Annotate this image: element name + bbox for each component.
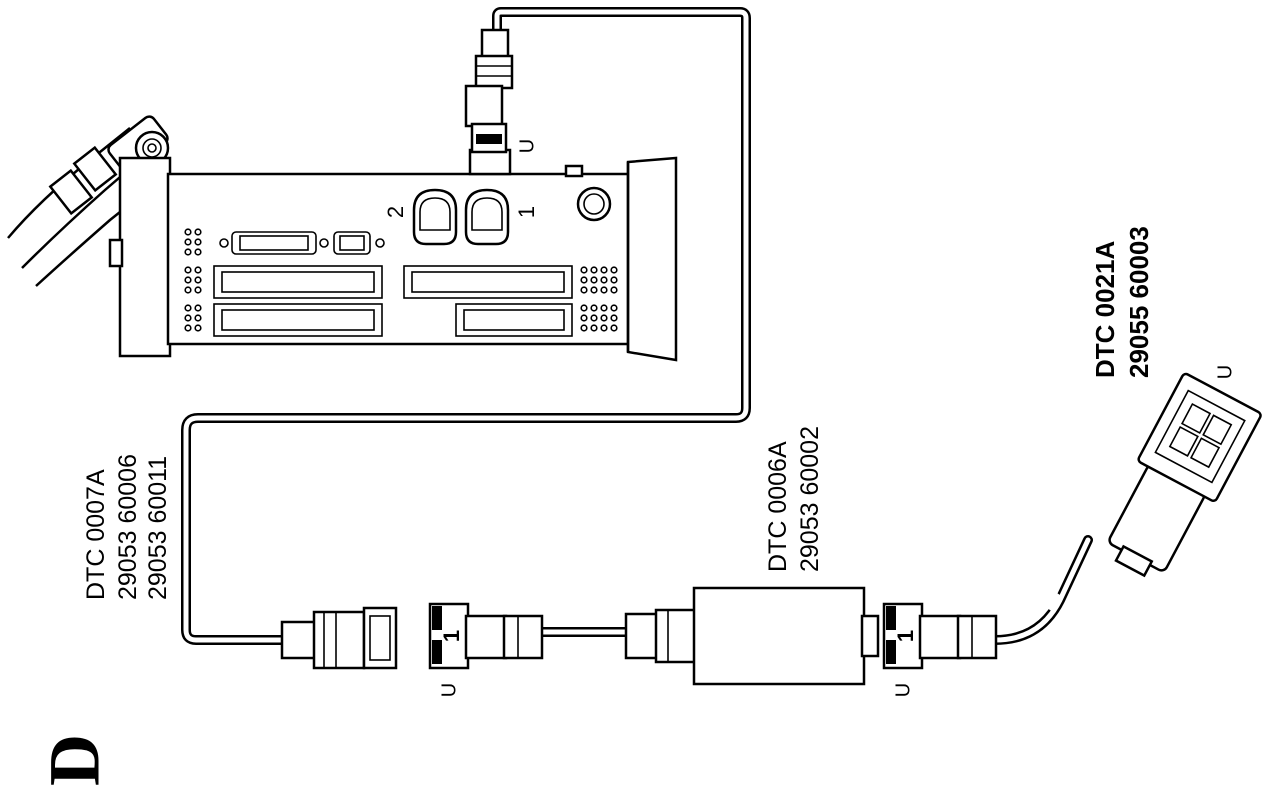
probe-u-mark: U (1214, 365, 1236, 379)
probe-connector-dtc-0021a: U (1108, 365, 1262, 578)
d-sub-connector-small (333, 231, 385, 255)
vent-holes-left (184, 228, 202, 332)
expansion-slot-2 (213, 303, 383, 337)
top-connector: U (464, 28, 538, 154)
cable-a-part-1: 29053 60006 (114, 454, 142, 600)
cable-b-code: DTC 0021A (1090, 241, 1120, 378)
adapter-right-one-mark: 1 (893, 630, 918, 642)
adapter-right-u-mark: U (892, 683, 914, 697)
adapter-box-dtc-0006a (624, 586, 880, 686)
top-connector-u-mark: U (516, 139, 538, 153)
d-sub-connector-large (219, 231, 329, 255)
cable-b-label: DTC 0021A 29055 60003 (1090, 226, 1154, 378)
port-1-label: 1 (514, 206, 539, 218)
adapter-code: DTC 0006A (764, 441, 792, 572)
expansion-slot-1 (213, 265, 383, 299)
instrument-body: 2 1 (108, 148, 678, 362)
vent-holes-right (580, 266, 618, 332)
cable-a-part-2: 29053 60011 (144, 456, 172, 600)
adapter-part: 29053 60002 (796, 426, 824, 572)
diagram-letter: D (35, 734, 115, 786)
cable-a-label: DTC 0007A 29053 60006 29053 60011 (82, 454, 172, 600)
adapter-left-one-mark: 1 (439, 630, 464, 642)
adapter-left-u-mark: U (438, 683, 460, 697)
cable-b-part: 29055 60003 (1124, 226, 1154, 378)
probe-cable (990, 535, 1093, 645)
power-button (576, 186, 612, 222)
main-cable (181, 7, 751, 645)
adapter-left-connector: 1 U (428, 602, 544, 697)
expansion-slot-3 (403, 265, 573, 299)
expansion-slot-4 (455, 303, 573, 337)
adapter-right-connector: 1 U (882, 602, 998, 697)
cable-a-end-connector (280, 606, 398, 670)
port-2-label: 2 (383, 206, 408, 218)
instrument-port-1 (464, 188, 510, 246)
adapter-label: DTC 0006A 29053 60002 (764, 426, 824, 572)
instrument-port-2 (412, 188, 458, 246)
cable-a-code: DTC 0007A (82, 469, 110, 600)
